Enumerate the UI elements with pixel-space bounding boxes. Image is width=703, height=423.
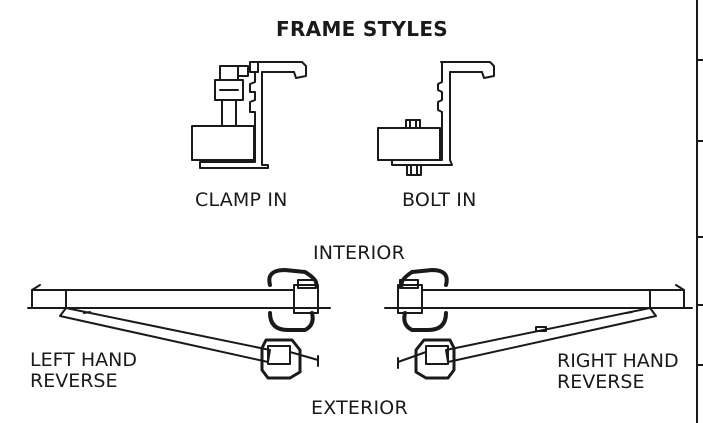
- bolt-in-frame-profile: [377, 61, 495, 176]
- interior-label: INTERIOR: [313, 242, 405, 264]
- right-reverse-label: REVERSE: [557, 371, 645, 393]
- left-hand-label: LEFT HAND: [30, 349, 137, 371]
- bolt-in-label: BOLT IN: [402, 189, 477, 211]
- exterior-label: EXTERIOR: [311, 397, 408, 419]
- left-reverse-label: REVERSE: [30, 370, 118, 392]
- right-hand-label: RIGHT HAND: [557, 350, 679, 372]
- table-border: [696, 0, 703, 423]
- right-hand-reverse-window: [384, 268, 693, 380]
- left-hand-reverse-window: [27, 268, 331, 380]
- clamp-in-frame-profile: [191, 61, 307, 169]
- diagram-title: FRAME STYLES: [276, 17, 449, 41]
- clamp-in-label: CLAMP IN: [195, 189, 288, 211]
